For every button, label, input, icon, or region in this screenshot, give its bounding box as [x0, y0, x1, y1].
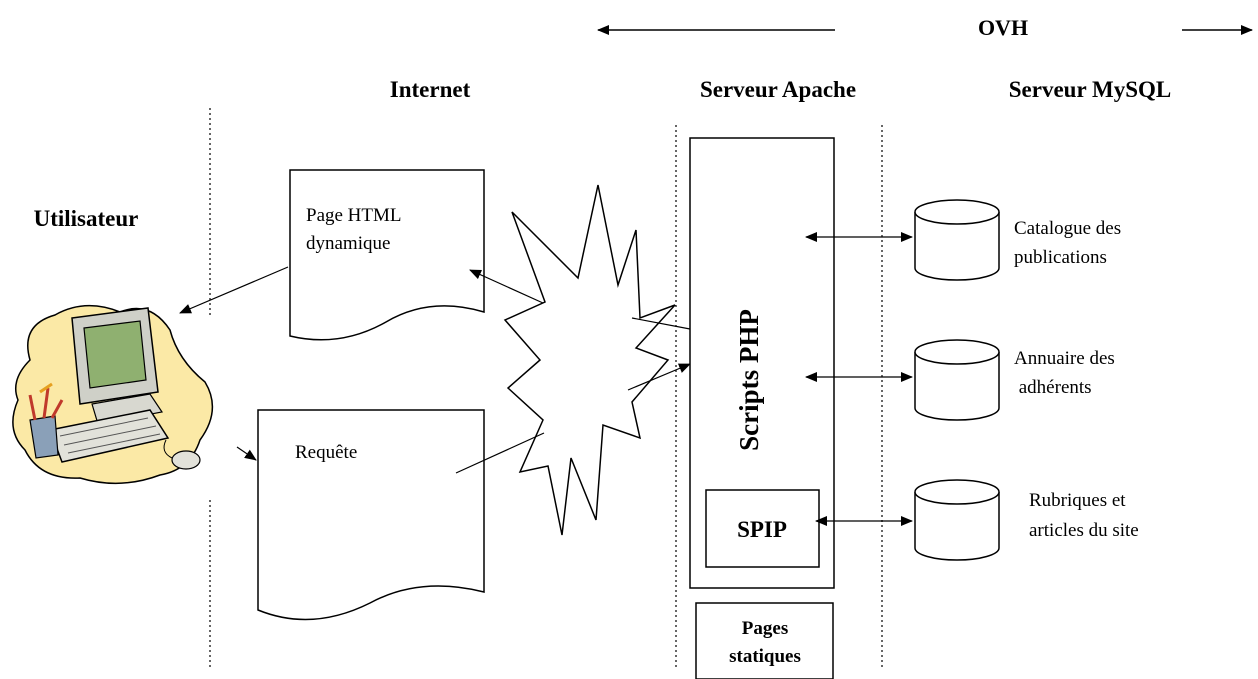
database-cylinder-icon — [914, 339, 1000, 421]
apache-server: Scripts PHP SPIP Pages statiques — [689, 137, 835, 679]
page-html-label-line1: Page HTML — [306, 205, 402, 226]
db-catalogue-label-line1: Catalogue des — [1014, 218, 1121, 239]
utilisateur-heading: Utilisateur — [34, 206, 139, 231]
page-html-label-line2: dynamique — [306, 233, 390, 254]
db-rubriques-label-line2: articles du site — [1029, 520, 1139, 541]
internet-heading: Internet — [390, 77, 471, 102]
page-html-document: Page HTML dynamique — [289, 169, 485, 341]
pages-statiques-line2: statiques — [729, 646, 801, 667]
database-annuaire: Annuaire des adhérents — [914, 339, 1115, 421]
user-to-requete-arrow — [236, 446, 257, 461]
burst-to-php-arrow — [627, 363, 691, 391]
apache-heading: Serveur Apache — [700, 77, 856, 102]
response-to-page-arrow — [469, 269, 544, 304]
requete-label: Requête — [295, 442, 357, 463]
mysql-heading: Serveur MySQL — [1009, 77, 1171, 102]
db-annuaire-label-line1: Annuaire des — [1014, 348, 1115, 369]
database-cylinder-icon — [914, 199, 1000, 281]
spip-box — [705, 489, 820, 568]
db-catalogue-label-line2: publications — [1014, 247, 1107, 268]
pages-statiques-line1: Pages — [742, 618, 788, 639]
database-rubriques: Rubriques et articles du site — [914, 479, 1139, 561]
db-rubriques-label-line1: Rubriques et — [1029, 490, 1126, 511]
ovh-span: OVH — [597, 15, 1253, 40]
requete-document: Requête — [257, 409, 485, 621]
spip-label: SPIP — [737, 517, 787, 542]
computer-icon — [12, 304, 214, 485]
database-catalogue: Catalogue des publications — [914, 199, 1121, 281]
scripts-php-label: Scripts PHP — [734, 309, 764, 451]
page-to-user-arrow — [179, 266, 289, 314]
php-to-burst-line — [631, 317, 691, 330]
pages-statiques-box — [695, 602, 834, 679]
db-annuaire-label-line2: adhérents — [1014, 377, 1092, 398]
database-cylinder-icon — [914, 479, 1000, 561]
requete-to-burst-line — [455, 432, 545, 474]
explosion-burst-icon — [503, 184, 676, 536]
ovh-label: OVH — [978, 15, 1028, 40]
